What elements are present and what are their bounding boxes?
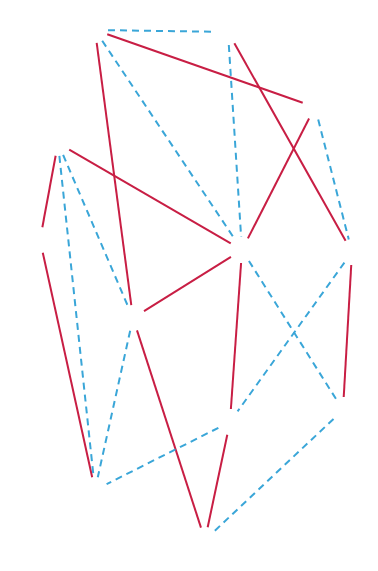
dipole-molecule: −+: [201, 12, 369, 132]
molecule-body: [0, 195, 184, 365]
repulsion-line: [318, 120, 349, 240]
repulsion-line: [102, 41, 235, 239]
repulsion-line: [98, 331, 130, 478]
molecule-body: [1, 0, 138, 180]
repulsion-line: [63, 155, 128, 306]
molecule-body: [198, 367, 372, 473]
attraction-line: [43, 253, 92, 478]
attraction-line: [69, 150, 231, 244]
repulsion-line: [59, 156, 93, 477]
attraction-line: [144, 257, 231, 311]
molecule-shape: [15, 4, 125, 172]
charge-sign: −: [218, 20, 238, 44]
charge-sign: −: [30, 228, 50, 252]
attraction-line: [234, 43, 345, 240]
repulsion-line: [229, 45, 241, 237]
charge-sign: +: [123, 306, 143, 330]
dipole-molecule: −+: [6, 213, 170, 347]
attraction-line: [231, 263, 241, 409]
dipole-molecule: −+: [214, 205, 378, 305]
dipole-molecule: +−: [198, 371, 373, 469]
molecule-body: [218, 207, 374, 303]
attraction-line: [344, 265, 352, 397]
charge-sign: +: [305, 95, 325, 119]
repulsion-line: [238, 263, 345, 412]
attraction-line: [97, 43, 132, 305]
attraction-line: [248, 119, 309, 239]
charge-sign: −: [85, 18, 105, 42]
charge-sign: −: [195, 528, 215, 552]
repulsion-line: [107, 428, 219, 484]
charge-sign: +: [48, 131, 68, 155]
charge-sign: +: [220, 410, 240, 434]
dipole-molecule: +−: [61, 452, 234, 568]
repulsion-line: [108, 30, 215, 32]
charge-sign: +: [85, 478, 105, 502]
charge-sign: −: [333, 398, 353, 422]
dipole-molecule: −+: [15, 4, 125, 172]
charge-sign: +: [342, 240, 362, 264]
attraction-line: [42, 156, 55, 227]
attraction-line: [137, 330, 201, 527]
molecule-body: [190, 0, 378, 148]
repulsion-line: [249, 261, 336, 399]
molecule-body: [53, 437, 244, 571]
attraction-line: [208, 435, 228, 528]
charge-sign: −: [232, 238, 252, 262]
repulsion-line: [214, 419, 333, 531]
